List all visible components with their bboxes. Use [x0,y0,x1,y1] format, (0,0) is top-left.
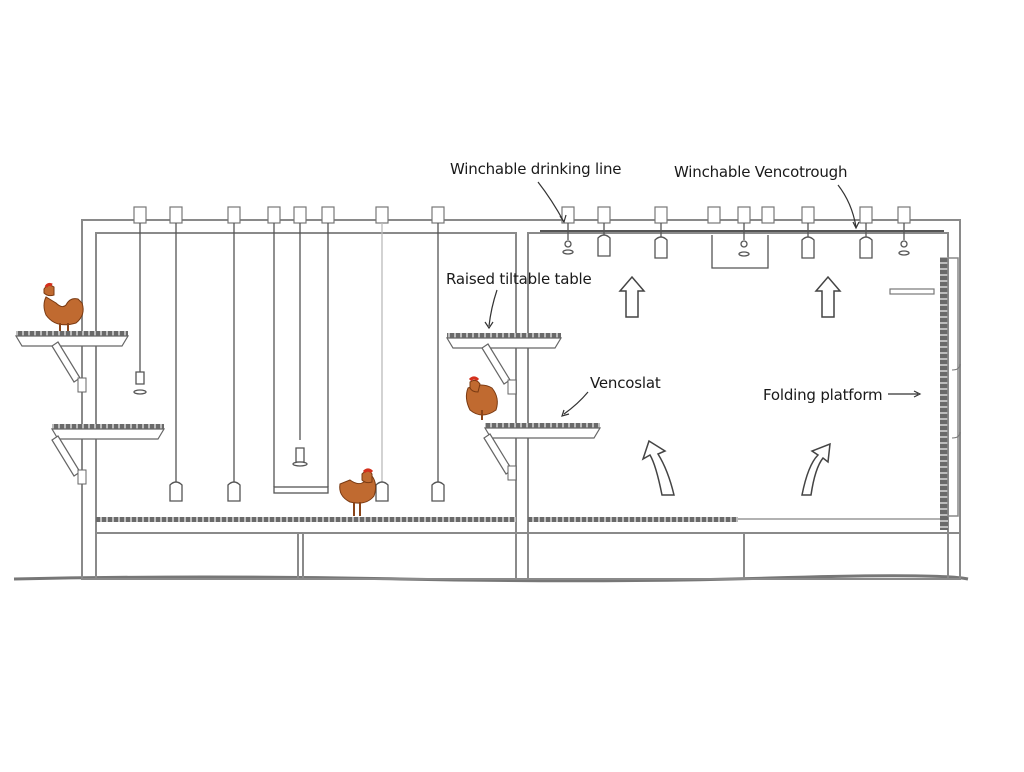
label-leaders [484,181,922,417]
label-raised-tiltable-table: Raised tiltable table [446,270,592,288]
air-flow-arrows [618,275,842,496]
vencoslat-table [483,423,602,481]
drinkers-right [562,223,910,259]
ground-line [13,574,969,583]
label-winchable-drinking-line: Winchable drinking line [450,160,622,178]
hen-icon [43,282,84,331]
raised-table-lower-left [50,424,166,485]
raised-table-upper-left [14,331,130,393]
hen-icon [339,468,377,516]
label-folding-platform: Folding platform [763,386,883,404]
folding-platform [889,257,961,530]
hanging-lines-left [139,223,439,487]
floor-slats-right [528,517,738,522]
feeders-left [133,371,445,502]
vencotrough-bracket [711,235,769,269]
hen-icon [465,376,498,420]
floor-slats-left [96,517,516,522]
raised-tiltable-table [445,333,563,395]
label-winchable-vencotrough: Winchable Vencotrough [674,163,848,181]
label-vencoslat: Vencoslat [590,374,661,392]
